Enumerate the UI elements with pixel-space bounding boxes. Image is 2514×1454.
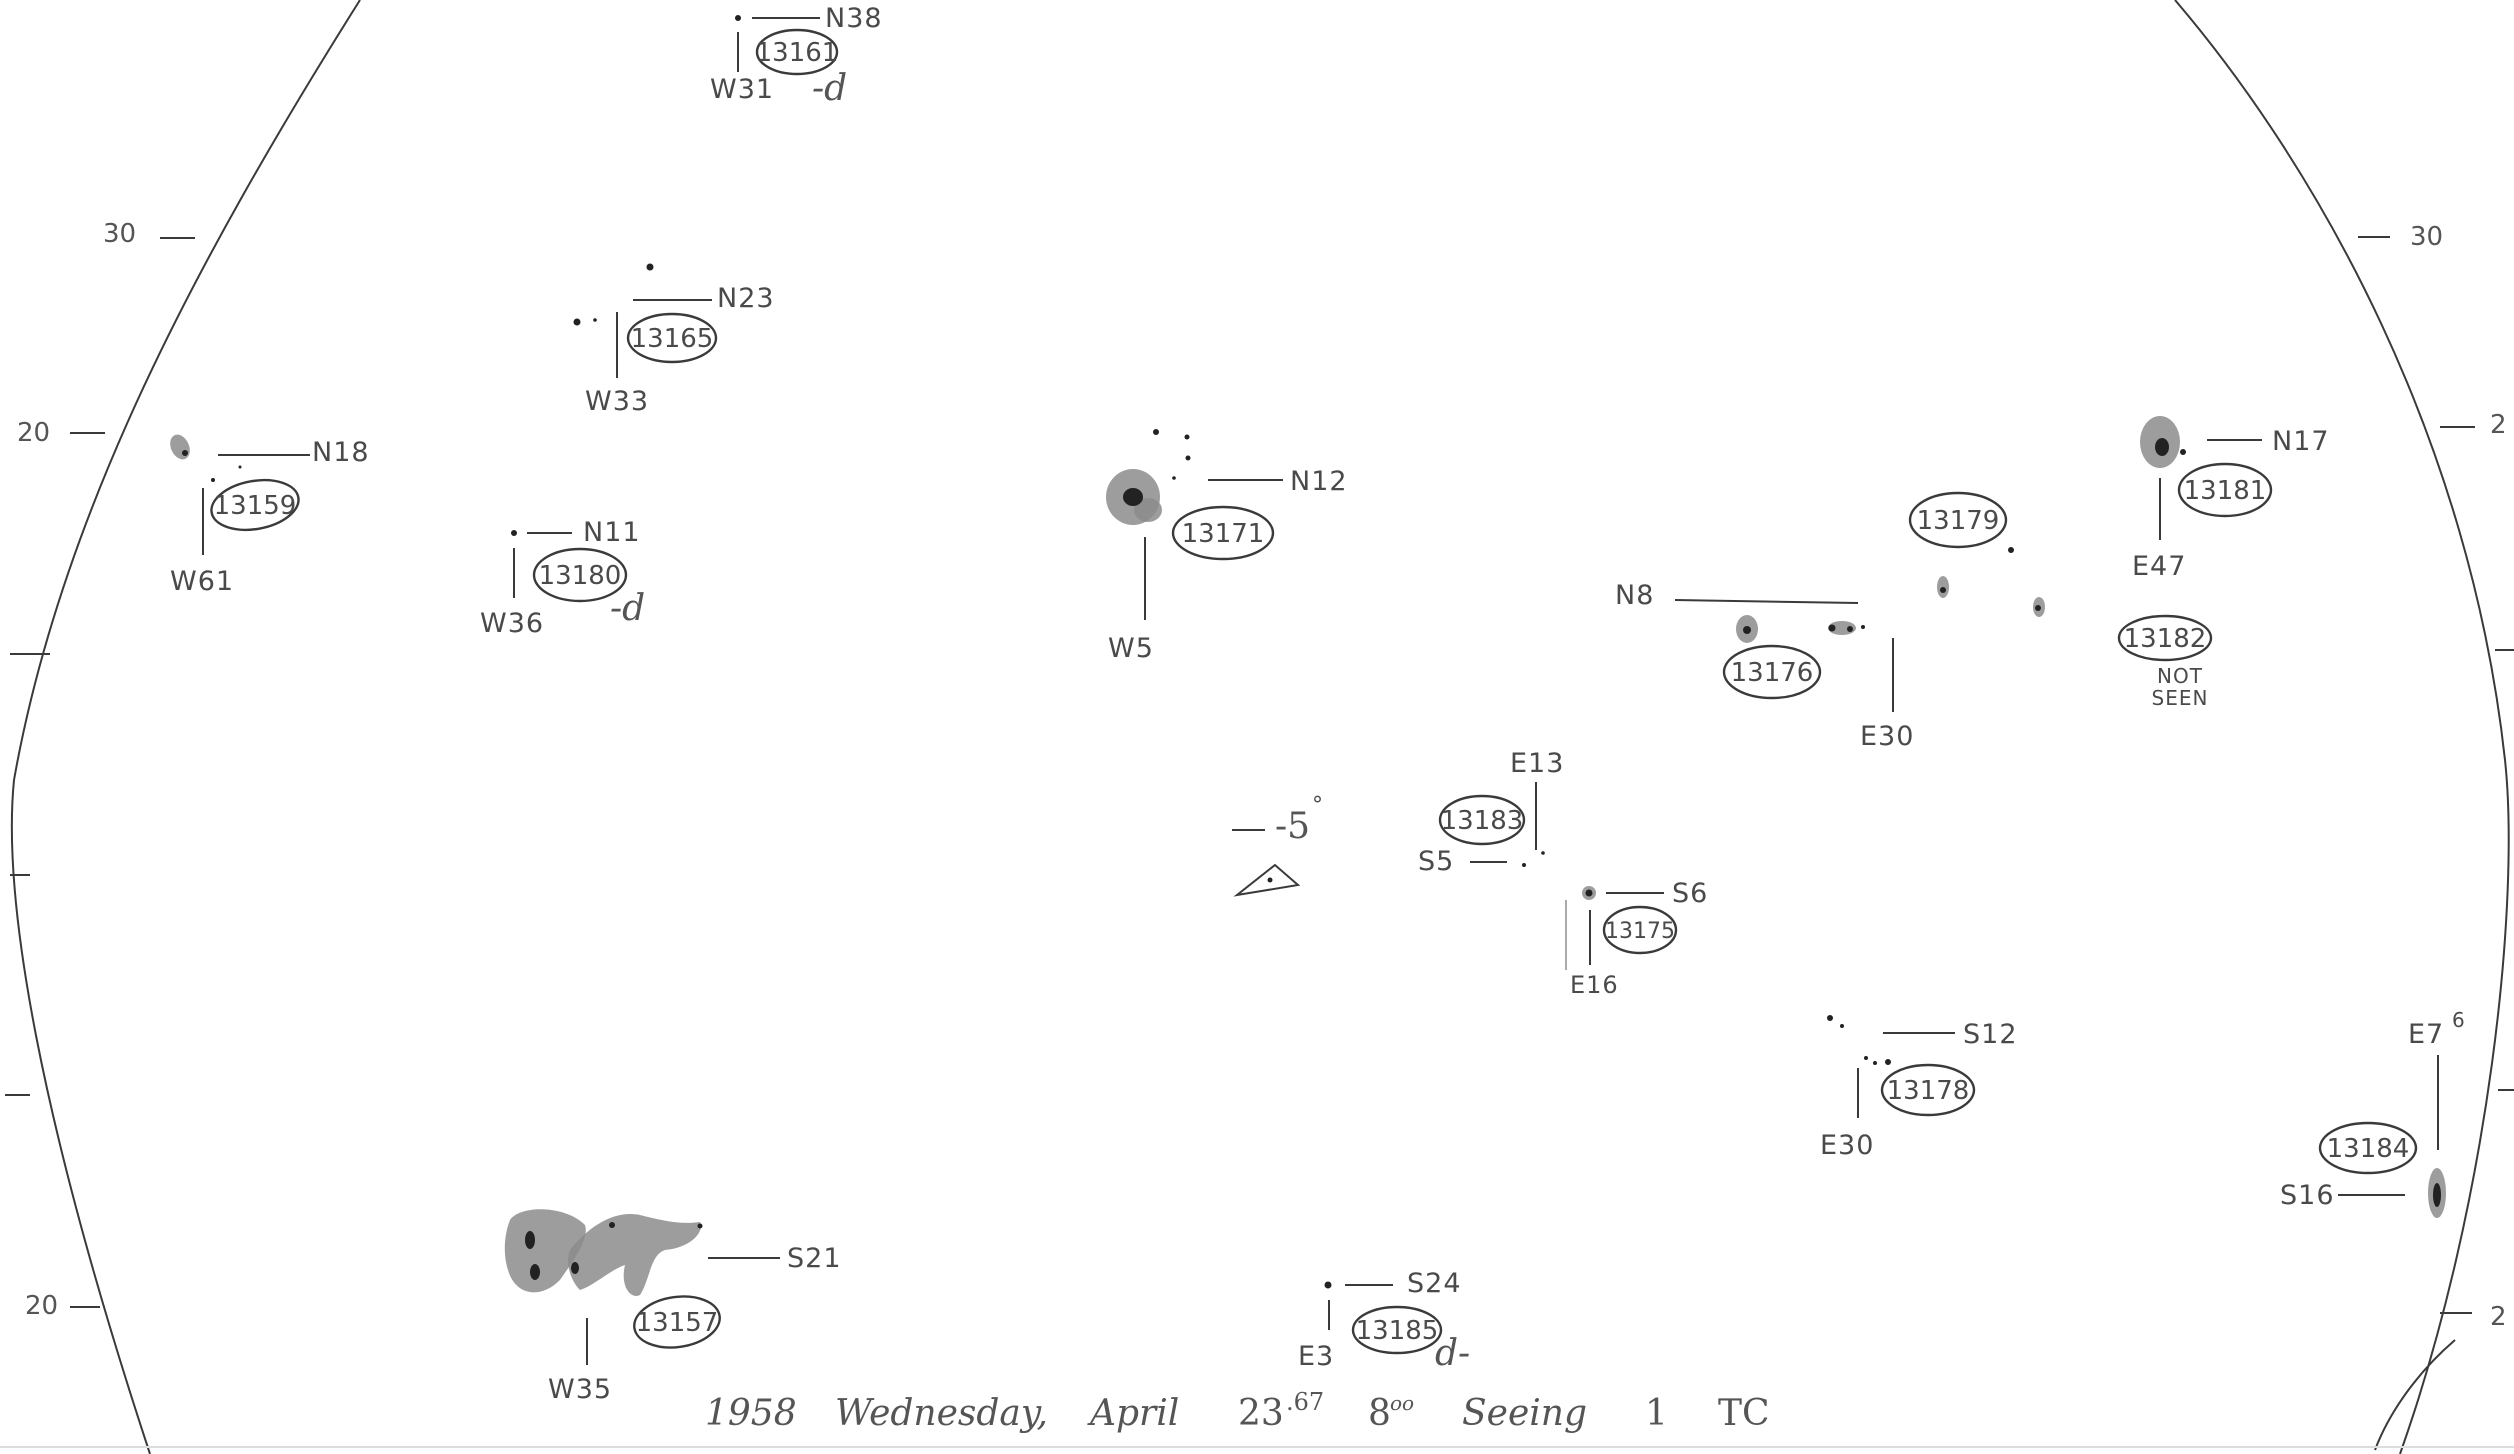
region-13179: 13179 [1908, 491, 2045, 617]
region-lon: W35 [548, 1374, 612, 1405]
tick-label-20-bottom-left: 20 [25, 1291, 58, 1321]
tick-label-2-bottom-right: 2 [2490, 1302, 2507, 1332]
tick-label-20-left: 20 [17, 418, 50, 448]
date-year: 1958 [705, 1393, 797, 1434]
region-13181: N17 13181 E47 [2132, 416, 2330, 582]
region-lat: S5 [1418, 846, 1454, 877]
solar-limb-right [2174, 0, 2510, 1454]
region-number: 13180 [539, 561, 622, 591]
triangle-icon [1233, 863, 1301, 897]
region-note: d- [1435, 1333, 1470, 1374]
date-weekday: Wednesday, [835, 1393, 1048, 1434]
region-lat: S6 [1672, 878, 1708, 909]
region-lon: W5 [1108, 633, 1154, 664]
region-number: 13183 [1441, 806, 1524, 836]
region-lat: N8 [1615, 580, 1654, 611]
region-lat: S16 [2280, 1180, 2335, 1211]
region-lat: N11 [583, 517, 641, 548]
region-13185: S24 13185 E3 d- [1298, 1268, 1470, 1374]
latitude-ticks-right: 30 2 2 [2358, 222, 2514, 1332]
region-number: 13178 [1887, 1076, 1970, 1106]
region-lat: S12 [1963, 1019, 2018, 1050]
region-lat: N38 [825, 3, 883, 34]
observer-initials: TC [1718, 1393, 1770, 1434]
region-lat: N18 [312, 437, 370, 468]
region-13171: N12 13171 W5 [1106, 429, 1348, 664]
solar-limb-left [10, 0, 361, 1454]
latitude-ticks-left: 30 20 20 [5, 219, 195, 1321]
orientation-mark: -5 ° [1232, 793, 1324, 897]
region-number: 13161 [756, 38, 839, 68]
region-13165: N23 13165 W33 [573, 263, 775, 417]
tick-label-2-right: 2 [2490, 410, 2507, 440]
observation-date-line: 1958 Wednesday, April 23 .67 8 oo Seeing… [705, 1388, 1770, 1434]
seeing-value: 1 [1645, 1393, 1668, 1434]
seeing-label: Seeing [1462, 1393, 1587, 1434]
region-13159: N18 13159 W61 [170, 434, 370, 597]
region-number: 13176 [1731, 658, 1814, 688]
region-lon: E30 [1820, 1130, 1874, 1161]
region-lon: W36 [480, 608, 544, 639]
region-lon: E47 [2132, 551, 2186, 582]
region-lon: W61 [170, 566, 234, 597]
region-lon: W31 [710, 74, 774, 105]
limb-corner-mark [2374, 1339, 2456, 1451]
region-note-seen: SEEN [2152, 686, 2209, 710]
time-hour: 8 [1368, 1393, 1391, 1434]
tick-label-30-left: 30 [103, 219, 136, 249]
region-lon: E13 [1510, 748, 1564, 779]
region-lat: S21 [787, 1243, 842, 1274]
region-note: -d [812, 68, 847, 109]
region-13182: 13182 NOT SEEN [2117, 614, 2213, 710]
region-13183: E13 13183 S5 [1418, 748, 1564, 877]
region-note: -d [610, 588, 645, 629]
region-lat: N23 [717, 283, 775, 314]
region-lon-sup: 6 [2452, 1008, 2466, 1032]
region-lon: W33 [585, 386, 649, 417]
region-number: 13175 [1605, 919, 1675, 944]
region-number: 13171 [1182, 519, 1265, 549]
region-lat: S24 [1407, 1268, 1462, 1299]
region-lon: E7 [2408, 1019, 2444, 1050]
region-number: 13184 [2327, 1134, 2410, 1164]
date-day-fraction: .67 [1286, 1388, 1324, 1416]
region-number: 13159 [214, 491, 297, 521]
region-13176: N8 13176 E30 [1615, 580, 1914, 752]
region-lon: E3 [1298, 1341, 1334, 1372]
region-note-not: NOT [2157, 664, 2203, 688]
region-number: 13165 [631, 324, 714, 354]
region-13175: S6 13175 E16 [1565, 878, 1708, 999]
region-13157: S21 13157 W35 [504, 1209, 842, 1405]
region-number: 13157 [636, 1308, 719, 1338]
region-number: 13185 [1356, 1316, 1439, 1346]
time-minutes: oo [1390, 1391, 1414, 1415]
region-lon: E30 [1860, 721, 1914, 752]
region-lat: N12 [1290, 466, 1348, 497]
region-13184: E7 6 13184 S16 [2280, 1008, 2466, 1218]
region-lon: E16 [1570, 971, 1619, 999]
region-13161: N38 13161 W31 -d [710, 3, 883, 109]
date-month: April [1087, 1393, 1179, 1434]
region-13178: S12 13178 E30 [1820, 1015, 2018, 1161]
orientation-degree: ° [1312, 793, 1324, 818]
date-day: 23 [1238, 1393, 1284, 1434]
region-number: 13181 [2184, 476, 2267, 506]
region-number: 13179 [1917, 506, 2000, 536]
region-13180: N11 13180 W36 -d [480, 517, 645, 639]
region-lat: N17 [2272, 426, 2330, 457]
orientation-angle: -5 [1275, 806, 1310, 847]
tick-label-30-right: 30 [2410, 222, 2443, 252]
region-number: 13182 [2124, 624, 2207, 654]
